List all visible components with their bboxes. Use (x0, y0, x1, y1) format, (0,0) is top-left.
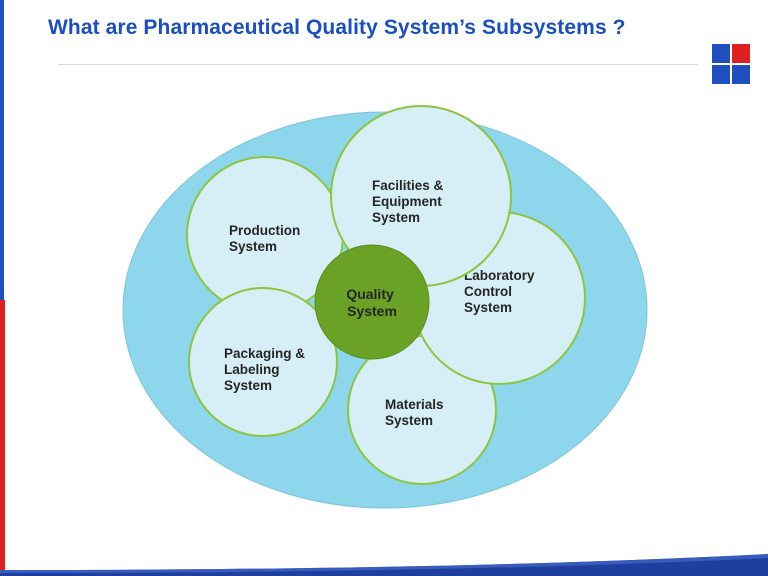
label-production: Production System (229, 223, 304, 254)
petal-packaging (188, 287, 338, 437)
logo-square-bottom-left (712, 65, 730, 84)
subsystem-production: Production System (186, 156, 344, 314)
subsystem-packaging: Packaging & Labeling System (188, 287, 338, 437)
logo-square-top-left (712, 44, 730, 63)
title-divider (58, 64, 698, 65)
logo-square-bottom-right (732, 65, 750, 84)
center-circle (314, 244, 430, 360)
label-laboratory: Laboratory Control System (464, 268, 538, 315)
label-materials: Materials System (385, 397, 447, 428)
label-packaging: Packaging & Labeling System (224, 346, 309, 393)
slide-title: What are Pharmaceutical Quality System’s… (48, 16, 626, 39)
center-quality-system: Quality System (314, 244, 430, 360)
label-quality-system: Quality System (346, 286, 397, 319)
logo-square-top-right (732, 44, 750, 63)
logo-icon (712, 44, 750, 84)
label-facilities: Facilities & Equipment System (372, 178, 447, 225)
left-accent-stripe (0, 0, 5, 576)
footer-swoosh (0, 554, 768, 576)
subsystem-facilities: Facilities & Equipment System (330, 105, 512, 287)
